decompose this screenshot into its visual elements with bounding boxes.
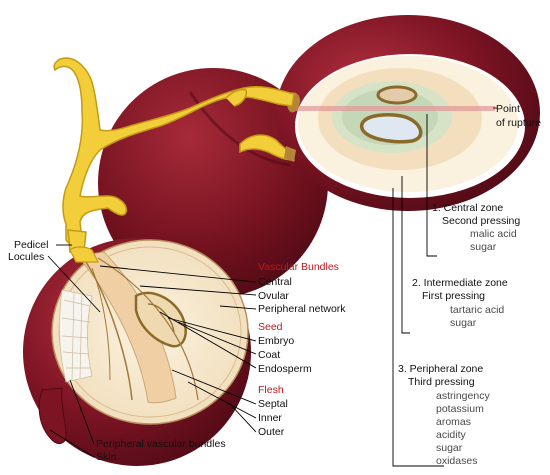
peripheral-network-label: Peripheral network [258,303,346,315]
peripheral-vascular-bundles-label: Peripheral vascular bundles [96,438,226,450]
inner-leader [187,381,257,419]
zone-1-pressing: Second pressing [442,215,520,227]
zone-3-item: sugar [436,442,463,454]
zone-3-item: astringency [436,390,490,402]
rupture-label-line1: Point [496,103,520,115]
pedicel-top [69,246,99,263]
coat-leader [177,321,257,355]
right-seed-upper [376,85,418,105]
locules-label: Locules [8,251,44,263]
zone-1-item: malic acid [470,228,517,240]
zone-1-item: sugar [470,241,497,253]
central-leader [99,265,257,283]
embryo-label: Embryo [258,335,294,347]
pedicel-label: Pedicel [14,239,48,251]
zone-2-pressing: First pressing [422,290,485,302]
leader-lines [47,107,497,467]
rupture-label-line2: of rupture [496,117,541,129]
central-bundle [85,261,133,401]
ovular-leader [139,285,257,296]
intermediate-zone-leader [401,176,410,334]
central-zone-leader [426,114,437,257]
left-seed [134,291,187,348]
outer-leader [229,403,257,433]
skin-flap [38,387,67,444]
outer-flesh-line [58,246,242,418]
inner-label: Inner [258,412,282,424]
right-seed-lower [360,113,423,144]
septal-bundle [91,267,111,381]
flesh-header: Flesh [258,384,284,396]
skin-label: Skin [96,451,117,463]
stem-branch [53,57,295,246]
left-grape [23,238,251,466]
skin-leader [49,429,95,458]
mesh-lines [61,291,91,381]
seed-embryo [147,303,175,333]
zone-3-item: aromas [436,416,471,428]
embryo-leader [167,317,257,342]
labels: Point of rupture Pedicel Locules Vascula… [8,103,541,467]
zone-3-item: oxidases [436,455,477,467]
zone-3-pressing: Third pressing [408,376,475,388]
septal-label: Septal [258,398,288,410]
endosperm-leader [159,311,257,369]
peripheral-zone-leader [392,188,444,467]
right-grape [276,15,540,211]
peripheral-bundles-leader [69,379,95,445]
vascular-bundles-header: Vascular Bundles [258,261,339,273]
locules-leader [47,255,101,313]
stem [53,57,296,253]
seed-header: Seed [258,321,283,333]
peripheral-network-mesh [58,289,93,383]
zone-2-title: 2. Intermediate zone [412,277,508,289]
coat-label: Coat [258,349,280,361]
stem-twig [225,88,248,107]
zone-2-item: tartaric acid [450,304,504,316]
zone-3-item: potassium [436,403,484,415]
central-label: Central [258,276,292,288]
zone-3-title: 3. Peripheral zone [398,363,483,375]
ovular-label: Ovular [258,290,289,302]
rupture-line [290,106,495,111]
endosperm-label: Endosperm [258,363,312,375]
outer-label: Outer [258,426,285,438]
zone-1-title: 1. Central zone [432,202,503,214]
peripheral-network-leader [219,305,257,310]
septal-leader [171,369,257,405]
zone-2-item: sugar [450,317,477,329]
lower-brush [284,146,296,162]
zone-3-item: acidity [436,429,467,441]
